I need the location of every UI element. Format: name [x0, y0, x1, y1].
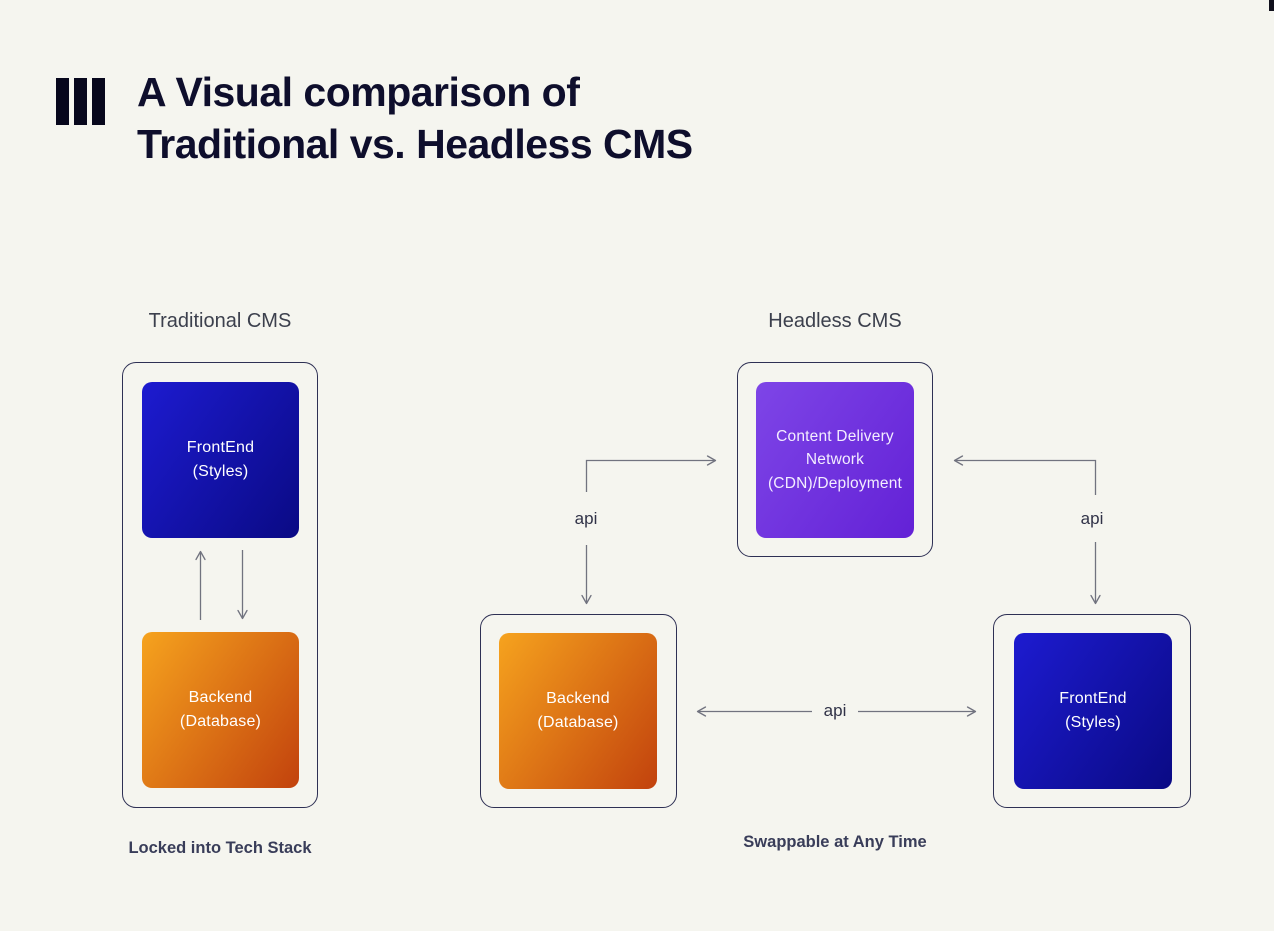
- headless-cdn-label-line1: Content Delivery: [776, 427, 894, 445]
- logo-bar: [74, 78, 87, 125]
- headless-cdn-frame: [737, 362, 933, 557]
- traditional-frontend-label-line2: (Styles): [192, 463, 249, 480]
- headless-backend-label-line1: Backend: [546, 690, 610, 707]
- page-title-line1: A Visual comparison of: [137, 69, 580, 115]
- headless-cdn-node: Content Delivery Network (CDN)/Deploymen…: [756, 382, 914, 538]
- traditional-cms-heading: Traditional CMS: [148, 310, 292, 332]
- page-title-line2: Traditional vs. Headless CMS: [137, 121, 693, 167]
- headless-frontend-node: FrontEnd (Styles): [1014, 633, 1172, 789]
- brand-logo-icon: [56, 78, 105, 125]
- api-label-backend-frontend: api: [823, 701, 847, 720]
- headless-frontend-label-line1: FrontEnd: [1059, 690, 1127, 707]
- headless-caption: Swappable at Any Time: [743, 833, 927, 851]
- window-edge-artifact: [1269, 0, 1274, 11]
- headless-frontend-label-line2: (Styles): [1065, 714, 1121, 731]
- traditional-frontend-label-line1: FrontEnd: [186, 439, 255, 456]
- arrow-api-left-elbow: [585, 455, 717, 492]
- api-label-frontend-to-cdn: api: [1080, 509, 1104, 528]
- logo-bar: [56, 78, 69, 125]
- headless-backend-label-line2: (Database): [537, 714, 619, 731]
- headless-cdn-label-line2: Network: [805, 451, 865, 469]
- traditional-cms-frame: [122, 362, 318, 808]
- arrow-api-right-elbow: [953, 455, 1097, 495]
- headless-frontend-frame: [993, 614, 1191, 808]
- traditional-caption: Locked into Tech Stack: [128, 839, 312, 857]
- traditional-frontend-node: FrontEnd (Styles): [142, 382, 299, 538]
- headless-cdn-label-line3: (CDN)/Deployment: [767, 474, 903, 492]
- traditional-backend-label-line2: (Database): [179, 713, 262, 730]
- traditional-backend-label-line1: Backend: [188, 689, 253, 706]
- page-title: A Visual comparison of Traditional vs. H…: [137, 66, 693, 170]
- logo-bar: [92, 78, 105, 125]
- headless-cms-heading: Headless CMS: [768, 310, 902, 332]
- headless-backend-frame: [480, 614, 677, 808]
- api-label-backend-to-cdn: api: [574, 509, 598, 528]
- traditional-backend-node: Backend (Database): [142, 632, 299, 788]
- headless-backend-node: Backend (Database): [499, 633, 657, 789]
